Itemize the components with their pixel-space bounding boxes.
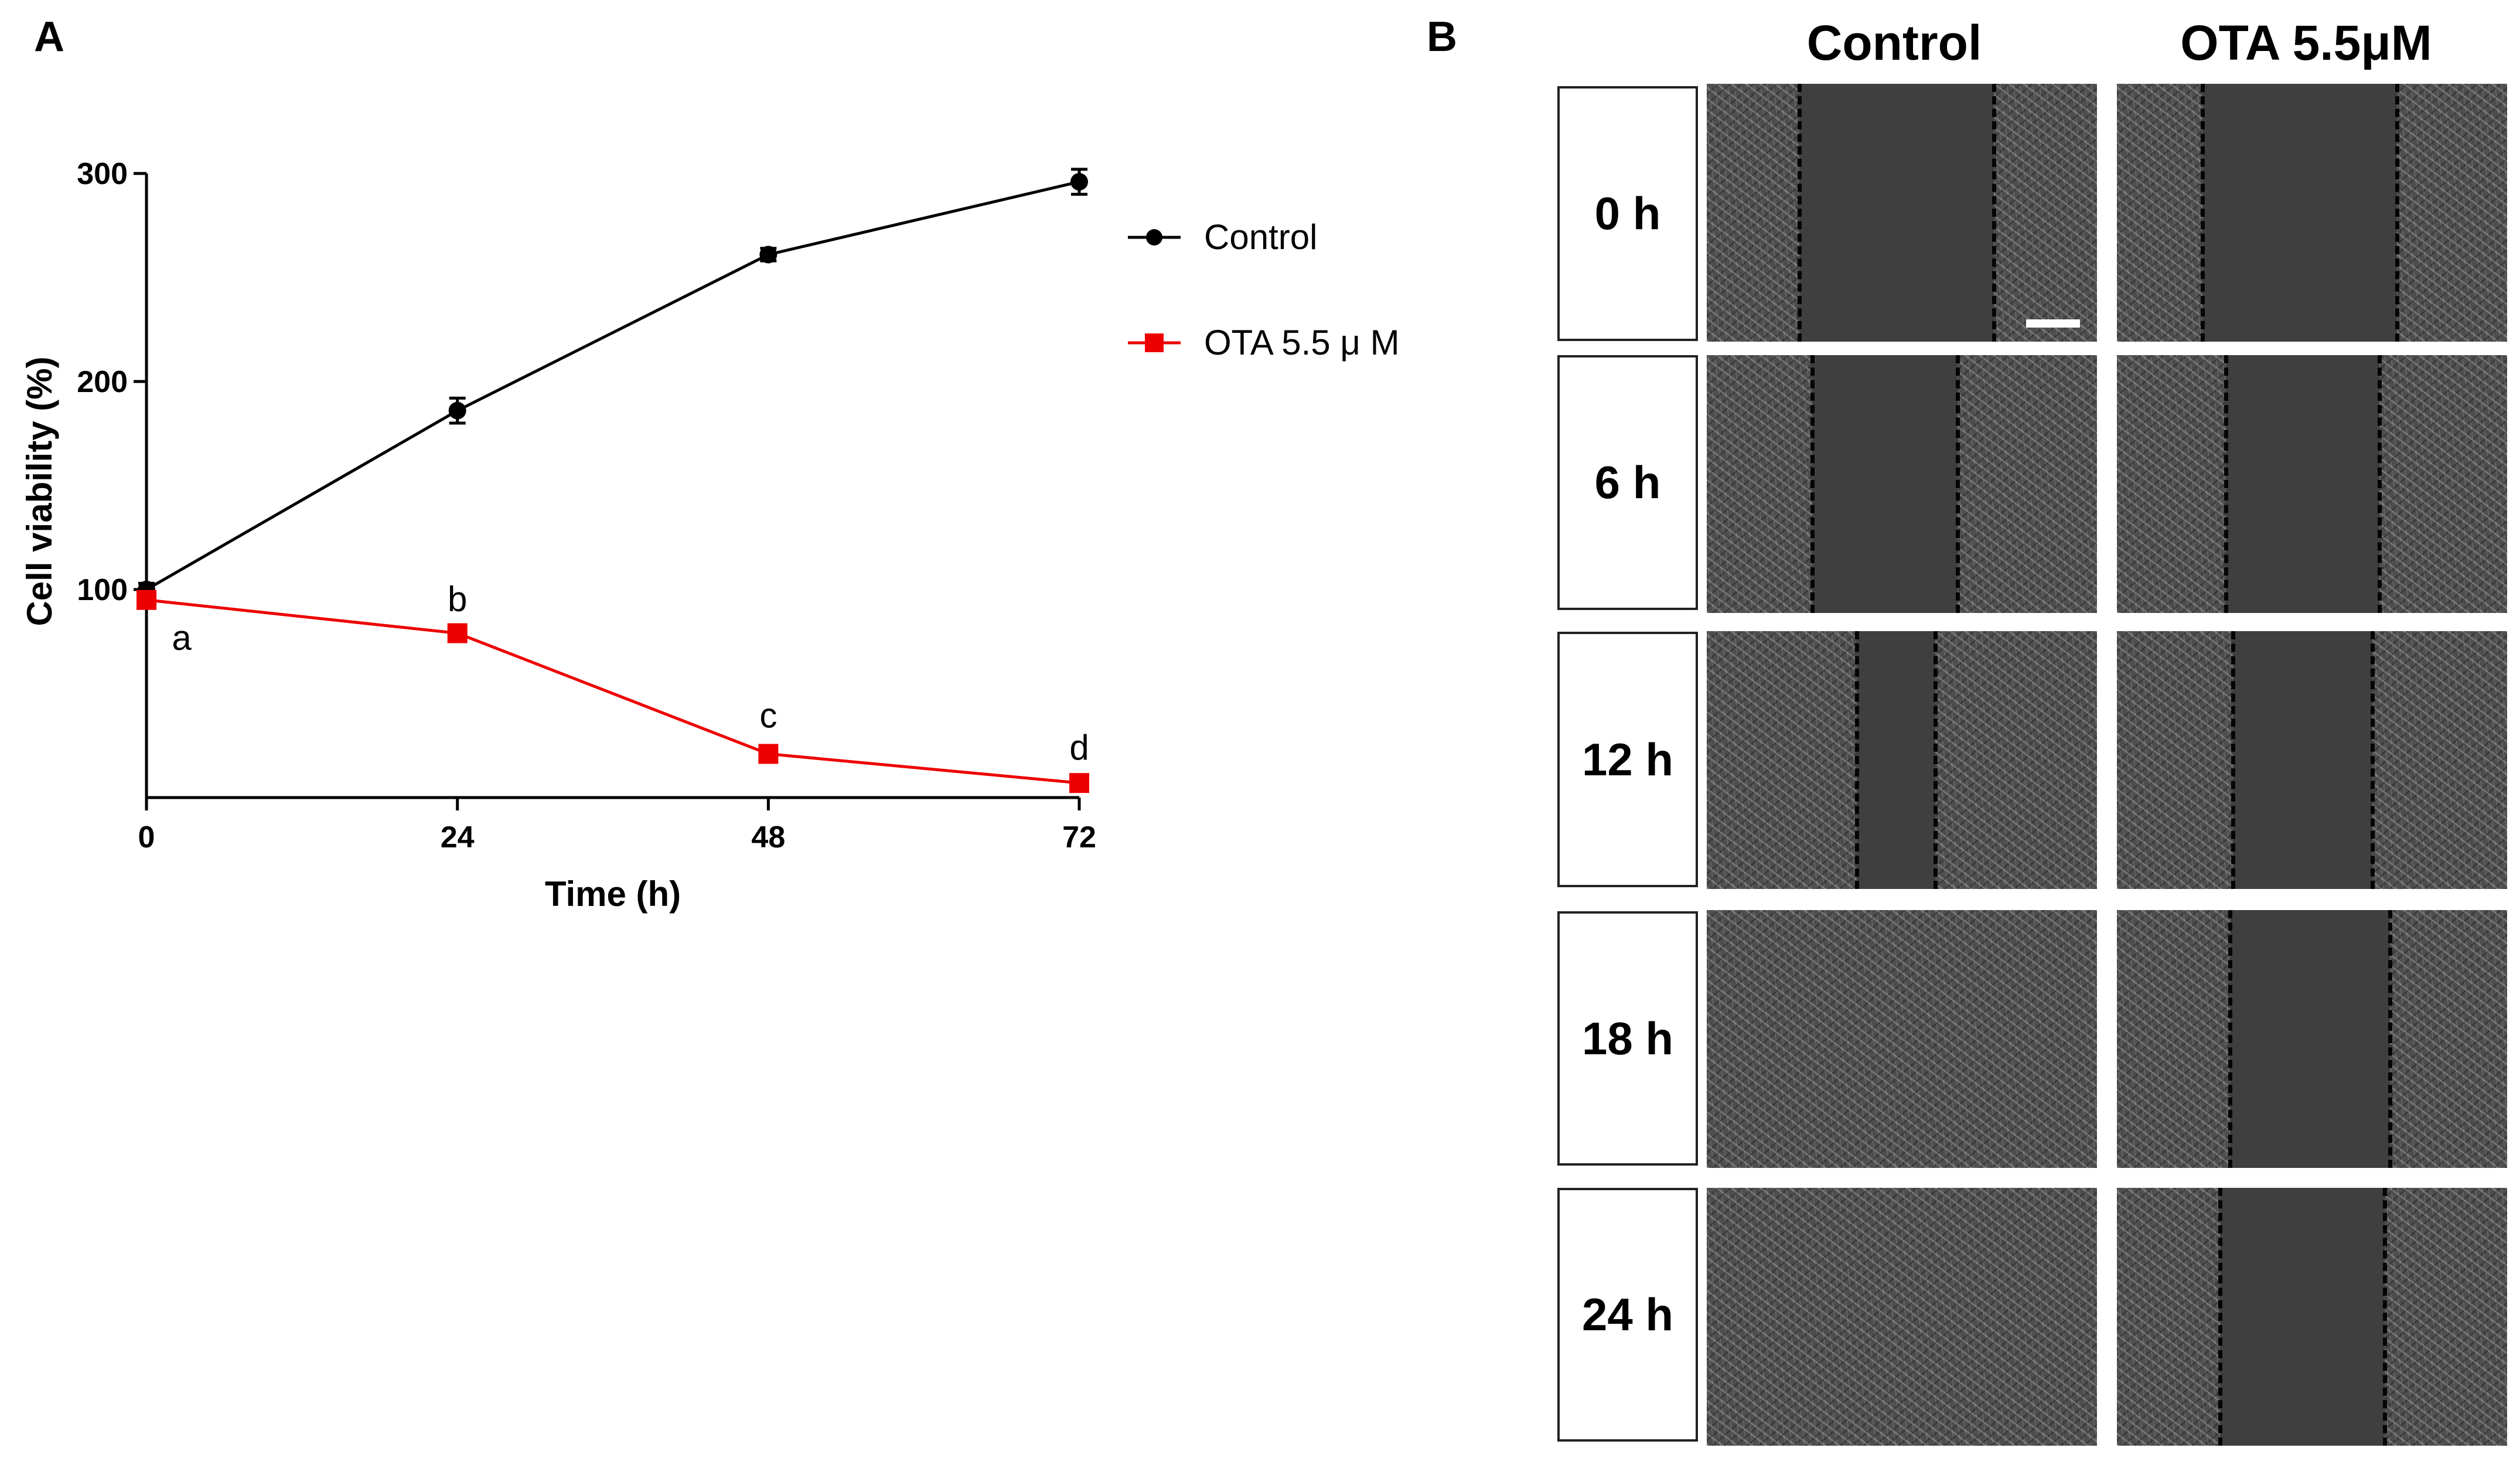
micrograph-ota bbox=[2117, 631, 2507, 889]
series-line-ota bbox=[146, 598, 1080, 785]
wound-edge-dashed-line bbox=[2201, 84, 2205, 342]
x-tick-label: 24 bbox=[441, 820, 475, 854]
wound-edge-dashed-line bbox=[1798, 84, 1802, 342]
micrograph-ota bbox=[2117, 1188, 2507, 1446]
legend-label: Control bbox=[1204, 217, 1317, 257]
x-tick-label: 0 bbox=[138, 820, 155, 854]
timepoint-label: 18 h bbox=[1557, 911, 1698, 1166]
timepoint-label: 12 h bbox=[1557, 632, 1698, 887]
legend-marker bbox=[1145, 333, 1164, 352]
wound-edge-dashed-line bbox=[1992, 84, 1996, 342]
wound-edge-dashed-line bbox=[2383, 1188, 2387, 1446]
significance-letter: c bbox=[759, 696, 777, 735]
data-point-control bbox=[448, 401, 466, 420]
micrograph-control bbox=[1707, 355, 2097, 613]
data-point-ota bbox=[1069, 773, 1089, 793]
x-tick-label: 48 bbox=[751, 820, 785, 854]
series-line-control bbox=[145, 180, 1080, 591]
wound-edge-dashed-line bbox=[2388, 910, 2392, 1168]
legend-label: OTA 5.5 μ M bbox=[1204, 323, 1400, 362]
wound-gap bbox=[2202, 84, 2397, 342]
y-tick-label: 100 bbox=[77, 573, 128, 607]
wound-gap bbox=[2220, 1188, 2385, 1446]
timepoint-label: 24 h bbox=[1557, 1188, 1698, 1442]
wound-gap bbox=[1799, 84, 1994, 342]
wound-edge-dashed-line bbox=[2231, 631, 2235, 889]
legend-marker bbox=[1146, 229, 1162, 246]
wound-gap bbox=[1812, 355, 1958, 613]
micrograph-control bbox=[1707, 1188, 2097, 1446]
wound-edge-dashed-line bbox=[1855, 631, 1859, 889]
y-tick-label: 200 bbox=[77, 365, 128, 399]
micrograph-control bbox=[1707, 84, 2097, 342]
wound-edge-dashed-line bbox=[2218, 1188, 2222, 1446]
panel-b-label: B bbox=[1427, 13, 1457, 60]
y-tick-label: 300 bbox=[77, 157, 128, 191]
wound-edge-dashed-line bbox=[1934, 631, 1938, 889]
wound-edge-dashed-line bbox=[2395, 84, 2399, 342]
micrograph-ota bbox=[2117, 355, 2507, 613]
timepoint-label: 0 h bbox=[1557, 86, 1698, 341]
micrograph-ota bbox=[2117, 910, 2507, 1168]
data-point-ota bbox=[447, 623, 468, 643]
wound-edge-dashed-line bbox=[2228, 910, 2232, 1168]
x-axis-title: Time (h) bbox=[545, 874, 681, 914]
wound-gap bbox=[1857, 631, 1935, 889]
wound-edge-dashed-line bbox=[2371, 631, 2375, 889]
x-tick-label: 72 bbox=[1062, 820, 1096, 854]
wound-edge-dashed-line bbox=[1810, 355, 1815, 613]
wound-gap bbox=[2233, 631, 2372, 889]
column-header-control: Control bbox=[1806, 15, 1982, 70]
significance-letter: a bbox=[172, 618, 192, 658]
significance-letter: b bbox=[448, 580, 467, 619]
micrograph-ota bbox=[2117, 84, 2507, 342]
wound-gap bbox=[2226, 355, 2379, 613]
data-point-ota bbox=[758, 744, 779, 764]
data-point-ota bbox=[137, 590, 156, 610]
data-point-control bbox=[1070, 173, 1088, 191]
micrograph-control bbox=[1707, 910, 2097, 1168]
scale-bar bbox=[2026, 319, 2080, 328]
data-point-control bbox=[759, 246, 778, 264]
wound-edge-dashed-line bbox=[1956, 355, 1960, 613]
wound-edge-dashed-line bbox=[2224, 355, 2228, 613]
y-axis-title: Cell viability (%) bbox=[20, 356, 59, 626]
micrograph-control bbox=[1707, 631, 2097, 889]
significance-letter: d bbox=[1069, 728, 1089, 767]
wound-gap bbox=[2230, 910, 2390, 1168]
timepoint-label: 6 h bbox=[1557, 355, 1698, 610]
column-header-ota: OTA 5.5μM bbox=[2180, 15, 2432, 70]
wound-edge-dashed-line bbox=[2378, 355, 2382, 613]
panel-a-label: A bbox=[34, 13, 64, 60]
